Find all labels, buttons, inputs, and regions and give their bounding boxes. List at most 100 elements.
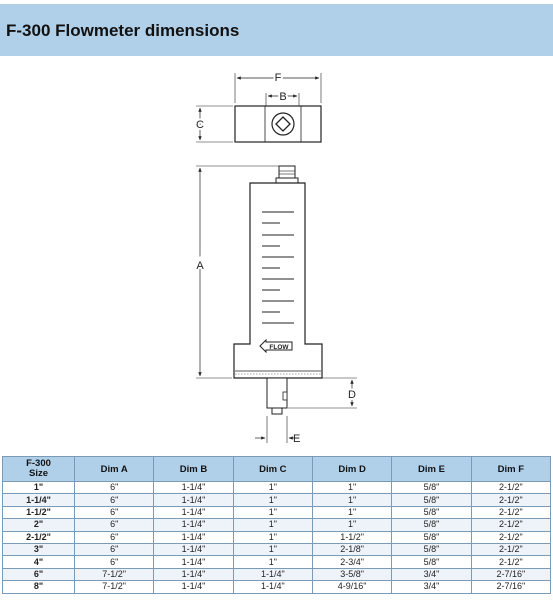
label-dim-a: A — [196, 260, 204, 272]
cell-dim-b: 1-1/4" — [153, 493, 234, 507]
header-dim-c: Dim C — [232, 456, 313, 482]
cell-size: 4" — [2, 555, 75, 569]
cell-dim-f: 2-7/16" — [470, 567, 552, 582]
cell-dim-a: 6" — [73, 505, 155, 520]
table-row: 1-1/2" 6" 1-1/4" 1" 1" 5/8" 2-1/2" — [2, 505, 552, 520]
cell-dim-b: 1-1/4" — [153, 505, 234, 520]
cell-dim-b: 1-1/4" — [153, 555, 234, 569]
cell-dim-e: 5/8" — [391, 555, 472, 569]
cell-dim-d: 4-9/16" — [311, 580, 393, 594]
cell-dim-e: 5/8" — [391, 518, 472, 532]
cell-dim-c: 1-1/4" — [232, 580, 313, 594]
cell-dim-b: 1-1/4" — [153, 580, 234, 594]
cell-dim-a: 6" — [73, 480, 155, 495]
cell-dim-e: 5/8" — [391, 530, 472, 544]
table-row: 2" 6" 1-1/4" 1" 1" 5/8" 2-1/2" — [2, 518, 552, 532]
cell-dim-d: 1" — [311, 480, 393, 495]
flow-arrow — [259, 338, 293, 354]
title-bar: F-300 Flowmeter dimensions — [0, 4, 553, 56]
cell-dim-b: 1-1/4" — [153, 542, 234, 557]
label-dim-c: C — [196, 119, 204, 131]
cell-dim-a: 6" — [73, 555, 155, 569]
cell-dim-f: 2-1/2" — [470, 555, 552, 569]
cell-dim-d: 2-3/4" — [311, 555, 393, 569]
cell-dim-d: 3-5/8" — [311, 567, 393, 582]
label-dim-e: E — [293, 433, 300, 445]
cell-dim-c: 1" — [232, 530, 313, 544]
cell-dim-a: 6" — [73, 542, 155, 557]
cell-dim-c: 1" — [232, 493, 313, 507]
stem-tab — [282, 391, 288, 401]
cell-dim-e: 5/8" — [391, 542, 472, 557]
cell-size: 2" — [2, 518, 75, 532]
label-dim-f: F — [275, 72, 282, 84]
cell-dim-a: 7-1/2" — [73, 567, 155, 582]
top-view — [196, 73, 322, 143]
top-view-body — [234, 105, 322, 143]
cell-dim-e: 3/4" — [391, 567, 472, 582]
cell-dim-a: 7-1/2" — [73, 580, 155, 594]
flow-label: FLOW — [269, 344, 289, 351]
cell-size: 1-1/2" — [2, 505, 75, 520]
scale-marks — [262, 211, 294, 324]
cell-size: 2-1/2" — [2, 530, 75, 544]
cell-size: 1" — [2, 480, 75, 495]
cell-dim-c: 1-1/4" — [232, 567, 313, 582]
cell-size: 1-1/4" — [2, 493, 75, 507]
top-view-port — [271, 112, 295, 136]
cell-dim-f: 2-1/2" — [470, 530, 552, 544]
header-dim-e: Dim E — [391, 456, 472, 482]
table-row: 2-1/2" 6" 1-1/4" 1" 1-1/2" 5/8" 2-1/2" — [2, 530, 552, 544]
header-dim-d: Dim D — [311, 456, 393, 482]
stem-tip — [271, 407, 283, 415]
label-dim-d: D — [348, 389, 356, 401]
table-row: 6" 7-1/2" 1-1/4" 1-1/4" 3-5/8" 3/4" 2-7/… — [2, 567, 552, 582]
cell-dim-d: 1" — [311, 493, 393, 507]
cell-dim-a: 6" — [73, 493, 155, 507]
cell-dim-f: 2-1/2" — [470, 542, 552, 557]
header-size: F-300 Size — [2, 456, 75, 482]
table-row: 1-1/4" 6" 1-1/4" 1" 1" 5/8" 2-1/2" — [2, 493, 552, 507]
side-view — [196, 165, 357, 443]
dimensions-table: F-300 Size Dim A Dim B Dim C Dim D Dim E… — [2, 456, 552, 594]
top-fitting — [278, 165, 296, 179]
cell-dim-e: 3/4" — [391, 580, 472, 594]
header-dim-a: Dim A — [73, 456, 155, 482]
cell-dim-e: 5/8" — [391, 505, 472, 520]
cell-dim-e: 5/8" — [391, 480, 472, 495]
cell-dim-a: 6" — [73, 530, 155, 544]
cell-dim-b: 1-1/4" — [153, 530, 234, 544]
cell-dim-b: 1-1/4" — [153, 518, 234, 532]
cell-dim-d: 1" — [311, 505, 393, 520]
fitting-collar — [275, 177, 299, 184]
cell-dim-b: 1-1/4" — [153, 480, 234, 495]
cell-dim-c: 1" — [232, 555, 313, 569]
cell-dim-f: 2-1/2" — [470, 480, 552, 495]
table-row: 4" 6" 1-1/4" 1" 2-3/4" 5/8" 2-1/2" — [2, 555, 552, 569]
cell-dim-c: 1" — [232, 505, 313, 520]
cell-dim-d: 1-1/2" — [311, 530, 393, 544]
cell-dim-f: 2-7/16" — [470, 580, 552, 594]
cell-dim-d: 2-1/8" — [311, 542, 393, 557]
cell-dim-c: 1" — [232, 542, 313, 557]
table-header-row: F-300 Size Dim A Dim B Dim C Dim D Dim E… — [2, 456, 552, 482]
header-dim-f: Dim F — [470, 456, 552, 482]
cell-dim-f: 2-1/2" — [470, 493, 552, 507]
cell-dim-b: 1-1/4" — [153, 567, 234, 582]
table-row: 1" 6" 1-1/4" 1" 1" 5/8" 2-1/2" — [2, 480, 552, 495]
cell-dim-c: 1" — [232, 480, 313, 495]
table-row: 8" 7-1/2" 1-1/4" 1-1/4" 4-9/16" 3/4" 2-7… — [2, 580, 552, 594]
cell-dim-a: 6" — [73, 518, 155, 532]
cell-dim-c: 1" — [232, 518, 313, 532]
header-dim-b: Dim B — [153, 456, 234, 482]
cell-dim-f: 2-1/2" — [470, 505, 552, 520]
cell-size: 8" — [2, 580, 75, 594]
cell-size: 6" — [2, 567, 75, 582]
table-row: 3" 6" 1-1/4" 1" 2-1/8" 5/8" 2-1/2" — [2, 542, 552, 557]
cell-dim-f: 2-1/2" — [470, 518, 552, 532]
cell-size: 3" — [2, 542, 75, 557]
label-dim-b: B — [279, 91, 286, 103]
cell-dim-e: 5/8" — [391, 493, 472, 507]
page-title: F-300 Flowmeter dimensions — [6, 21, 240, 40]
flowmeter-dimension-drawing: F B C — [194, 70, 358, 445]
